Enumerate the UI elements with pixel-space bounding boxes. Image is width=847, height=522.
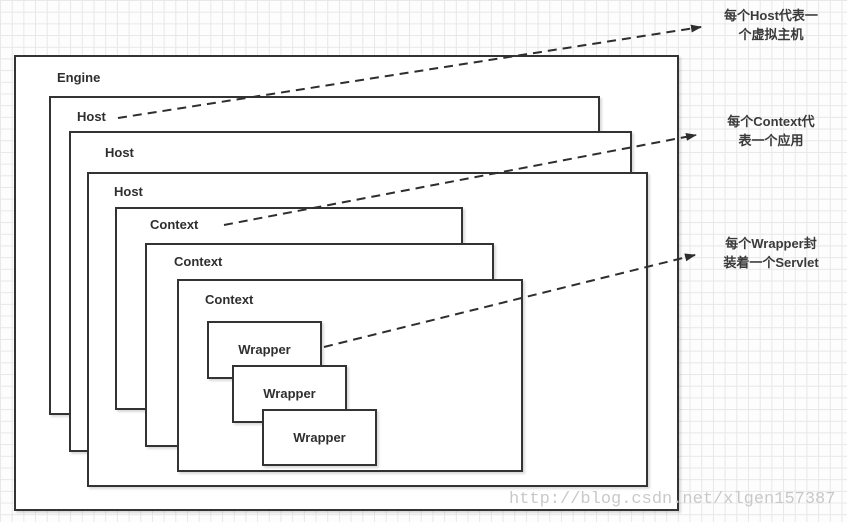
watermark-text: http://blog.csdn.net/xlgen157387 <box>509 490 836 509</box>
host-label: Host <box>114 184 143 199</box>
host-label: Host <box>77 109 106 124</box>
annotation-context-line-2: 表一个应用 <box>738 133 804 148</box>
host-label: Host <box>105 145 134 160</box>
wrapper-box-3: Wrapper <box>262 409 377 466</box>
context-label: Context <box>150 217 199 232</box>
wrapper-label: Wrapper <box>293 429 346 445</box>
annotation-host: 每个Host代表一 个虚拟主机 <box>696 6 846 44</box>
annotation-host-line-1: 每个Host代表一 <box>724 8 818 23</box>
wrapper-label: Wrapper <box>238 342 291 357</box>
context-label: Context <box>205 292 254 307</box>
annotation-host-line-2: 个虚拟主机 <box>738 27 804 42</box>
annotation-context: 每个Context代 表一个应用 <box>696 112 846 150</box>
annotation-wrapper: 每个Wrapper封 装着一个Servlet <box>696 234 846 272</box>
annotation-context-line-1: 每个Context代 <box>727 114 815 129</box>
wrapper-label: Wrapper <box>263 386 316 401</box>
annotation-wrapper-line-2: 装着一个Servlet <box>723 255 819 270</box>
annotation-wrapper-line-1: 每个Wrapper封 <box>725 236 817 251</box>
engine-label: Engine <box>57 70 101 85</box>
context-label: Context <box>174 254 223 269</box>
